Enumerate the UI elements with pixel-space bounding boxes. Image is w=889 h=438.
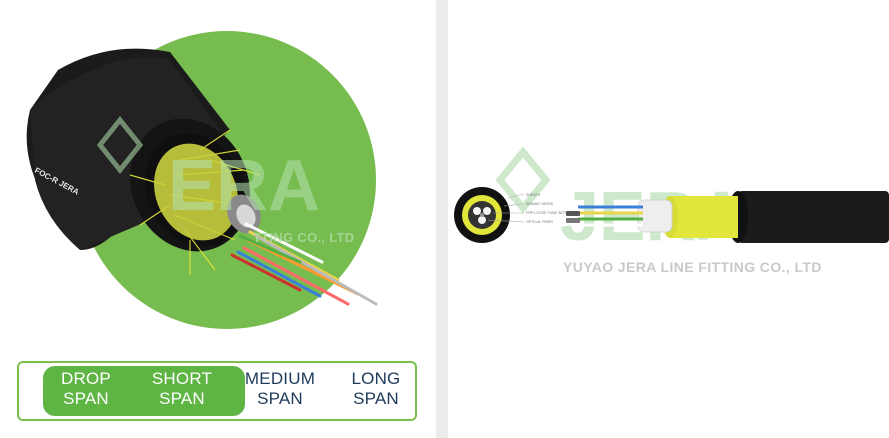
jera-watermark-left: ERA xyxy=(96,115,320,226)
left-panel: FOC-R JERA ERA TTING CO., LTD DROP SPAN … xyxy=(0,0,436,438)
cable-diagram: JERA SHEATH ARAMID YARNS FRP LOOSE TUBE … xyxy=(454,146,889,255)
span-short-line2: SPAN xyxy=(159,389,205,408)
span-drop: DROP SPAN xyxy=(41,369,131,409)
watermark-tagline-right: YUYAO JERA LINE FITTING CO., LTD xyxy=(563,259,822,275)
span-long: LONG SPAN xyxy=(331,369,421,409)
span-long-line2: SPAN xyxy=(353,389,399,408)
span-drop-line1: DROP xyxy=(61,369,111,388)
span-short-line1: SHORT xyxy=(151,369,213,388)
span-long-line1: LONG xyxy=(351,369,401,388)
optical-fibers xyxy=(230,222,378,306)
label-aramid: ARAMID YARNS xyxy=(526,202,554,206)
span-selector: DROP SPAN SHORT SPAN MEDIUM SPAN LONG SP… xyxy=(17,361,417,421)
label-optical-fiber: OPTICAL FIBER xyxy=(526,220,553,224)
span-short: SHORT SPAN xyxy=(137,369,227,409)
right-panel: JERA SHEATH ARAMID YARNS FRP LOOSE TUBE … xyxy=(448,0,889,438)
aramid-yarn-burst xyxy=(129,129,261,275)
span-medium-line1: MEDIUM xyxy=(244,369,316,388)
central-strength-member xyxy=(227,194,261,234)
span-medium: MEDIUM SPAN xyxy=(235,369,325,409)
span-medium-line2: SPAN xyxy=(257,389,303,408)
cable-illustration: FOC-R JERA ERA xyxy=(26,31,378,329)
svg-text:ERA: ERA xyxy=(168,146,320,226)
span-drop-line2: SPAN xyxy=(63,389,109,408)
panel-divider xyxy=(436,0,448,438)
label-loose-tube: FRP LOOSE TUBE WITH GEL COMPOUND xyxy=(526,211,598,215)
watermark-tagline-left: TTING CO., LTD xyxy=(253,230,355,245)
side-view-cable xyxy=(566,191,889,243)
span-highlight xyxy=(43,366,245,416)
cross-section xyxy=(454,187,510,243)
label-sheath: SHEATH xyxy=(526,193,541,197)
cross-section-callouts: SHEATH ARAMID YARNS FRP LOOSE TUBE WITH … xyxy=(487,193,598,224)
